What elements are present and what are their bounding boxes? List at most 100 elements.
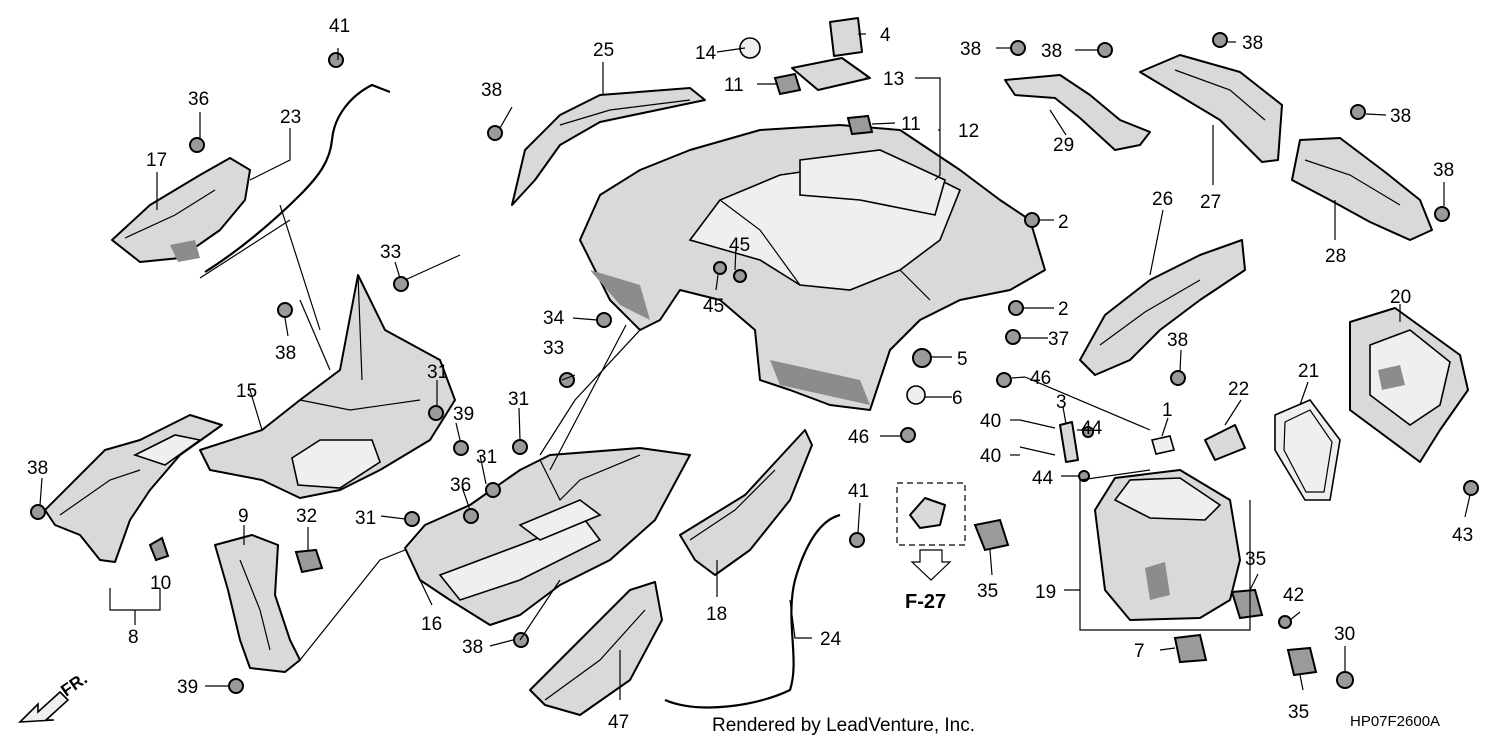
callout-18: 18 xyxy=(706,604,727,625)
front-direction-indicator: FR. xyxy=(17,669,91,723)
callout-43: 43 xyxy=(1452,525,1473,546)
callout-38: 38 xyxy=(27,458,48,479)
part-5-collar xyxy=(912,348,932,368)
part-15-floor-panel-left xyxy=(199,274,456,499)
callout-28: 28 xyxy=(1325,246,1346,267)
part-23-cable xyxy=(204,83,391,273)
callout-12: 12 xyxy=(958,121,979,142)
callout-33: 33 xyxy=(543,338,564,359)
callout-38: 38 xyxy=(1390,106,1411,127)
part-2-nut-a xyxy=(1024,212,1040,228)
callout-38: 38 xyxy=(275,343,296,364)
callout-40: 40 xyxy=(980,411,1001,432)
part-13-plate xyxy=(791,57,871,91)
callout-6: 6 xyxy=(952,388,963,409)
callout-41: 41 xyxy=(848,481,869,502)
callout-31: 31 xyxy=(427,362,448,383)
callout-11: 11 xyxy=(901,114,921,135)
part-9-mud-guard xyxy=(214,534,301,673)
callout-47: 47 xyxy=(608,712,629,733)
callout-38: 38 xyxy=(481,80,502,101)
part-35-grommet-b xyxy=(1230,588,1264,620)
reference-label: F-27 xyxy=(905,591,946,613)
part-35-grommet-c xyxy=(1286,646,1318,677)
part-29-bracket xyxy=(1004,74,1151,151)
callout-39: 39 xyxy=(453,404,474,425)
callout-20: 20 xyxy=(1390,287,1411,308)
part-42-bolt xyxy=(1278,615,1292,629)
callout-46: 46 xyxy=(848,427,869,448)
callout-2: 2 xyxy=(1058,212,1069,233)
callout-38: 38 xyxy=(1433,160,1454,181)
callout-34: 34 xyxy=(543,308,565,329)
callout-30: 30 xyxy=(1334,624,1355,645)
part-14-washer xyxy=(739,37,761,59)
part-4-clip xyxy=(829,17,863,57)
clamp-icon xyxy=(909,497,946,529)
callout-39: 39 xyxy=(177,677,198,698)
diagram-code: HP07F2600A xyxy=(1350,713,1440,730)
callout-23: 23 xyxy=(280,107,301,128)
callout-38: 38 xyxy=(960,39,981,60)
callout-1: 1 xyxy=(1162,400,1173,421)
callout-45: 45 xyxy=(703,296,724,317)
callout-38: 38 xyxy=(1242,33,1263,54)
part-11-nut-a xyxy=(773,72,802,96)
part-47-heel-guard xyxy=(529,581,663,716)
part-7-cushion xyxy=(1173,633,1208,664)
render-credit: Rendered by LeadVenture, Inc. xyxy=(712,715,975,736)
part-20-tail-light-housing xyxy=(1349,307,1469,463)
callout-31: 31 xyxy=(355,508,376,529)
part-28-bracket-cover xyxy=(1291,137,1433,241)
part-3-stay xyxy=(1059,421,1079,463)
part-17-side-cover xyxy=(111,157,251,263)
part-8-front-guard xyxy=(44,414,223,563)
part-35-grommet-a xyxy=(973,518,1010,552)
reference-arrow xyxy=(910,549,952,581)
part-18-mud-flap xyxy=(679,429,813,576)
callout-19: 19 xyxy=(1035,582,1056,603)
callouts: 41 36 23 17 38 25 14 4 13 11 11 12 38 38… xyxy=(27,16,1473,733)
fasteners xyxy=(30,32,1479,694)
part-32-grommet xyxy=(294,548,324,574)
callout-36: 36 xyxy=(450,475,471,496)
callout-41: 41 xyxy=(329,16,350,37)
part-1-pad xyxy=(1150,435,1176,455)
reference-frame xyxy=(896,482,966,546)
callout-40: 40 xyxy=(980,446,1001,467)
callout-25: 25 xyxy=(593,40,614,61)
part-24-cable xyxy=(664,513,841,709)
part-26-side-rail xyxy=(1079,239,1246,376)
callout-45: 45 xyxy=(729,235,750,256)
part-27-bracket-cover xyxy=(1139,54,1283,163)
callout-13: 13 xyxy=(883,69,904,90)
part-30-nut xyxy=(1336,671,1354,689)
callout-5: 5 xyxy=(957,349,968,370)
part-40-bolt-a xyxy=(1019,419,1056,429)
callout-38: 38 xyxy=(1041,41,1062,62)
front-arrow-icon xyxy=(17,690,70,723)
callout-35: 35 xyxy=(1245,549,1266,570)
part-25-carrier-rail xyxy=(511,87,706,206)
part-40-bolt-b xyxy=(1019,446,1056,456)
callout-4: 4 xyxy=(880,25,891,46)
callout-38: 38 xyxy=(1167,330,1188,351)
part-19-storage-box xyxy=(1094,469,1241,621)
part-21-lens-inner xyxy=(1283,409,1333,493)
callout-31: 31 xyxy=(476,447,497,468)
callout-37: 37 xyxy=(1048,329,1069,350)
callout-7: 7 xyxy=(1134,641,1145,662)
callout-42: 42 xyxy=(1283,585,1304,606)
part-11-nut-b xyxy=(846,114,874,136)
callout-17: 17 xyxy=(146,150,167,171)
callout-11: 11 xyxy=(724,75,744,96)
leader-lines xyxy=(39,33,1471,700)
callout-36: 36 xyxy=(188,89,209,110)
part-6-washer xyxy=(906,385,926,405)
callout-14: 14 xyxy=(695,43,717,64)
callout-22: 22 xyxy=(1228,379,1249,400)
callout-16: 16 xyxy=(421,614,442,635)
callout-26: 26 xyxy=(1152,189,1173,210)
callout-29: 29 xyxy=(1053,135,1074,156)
